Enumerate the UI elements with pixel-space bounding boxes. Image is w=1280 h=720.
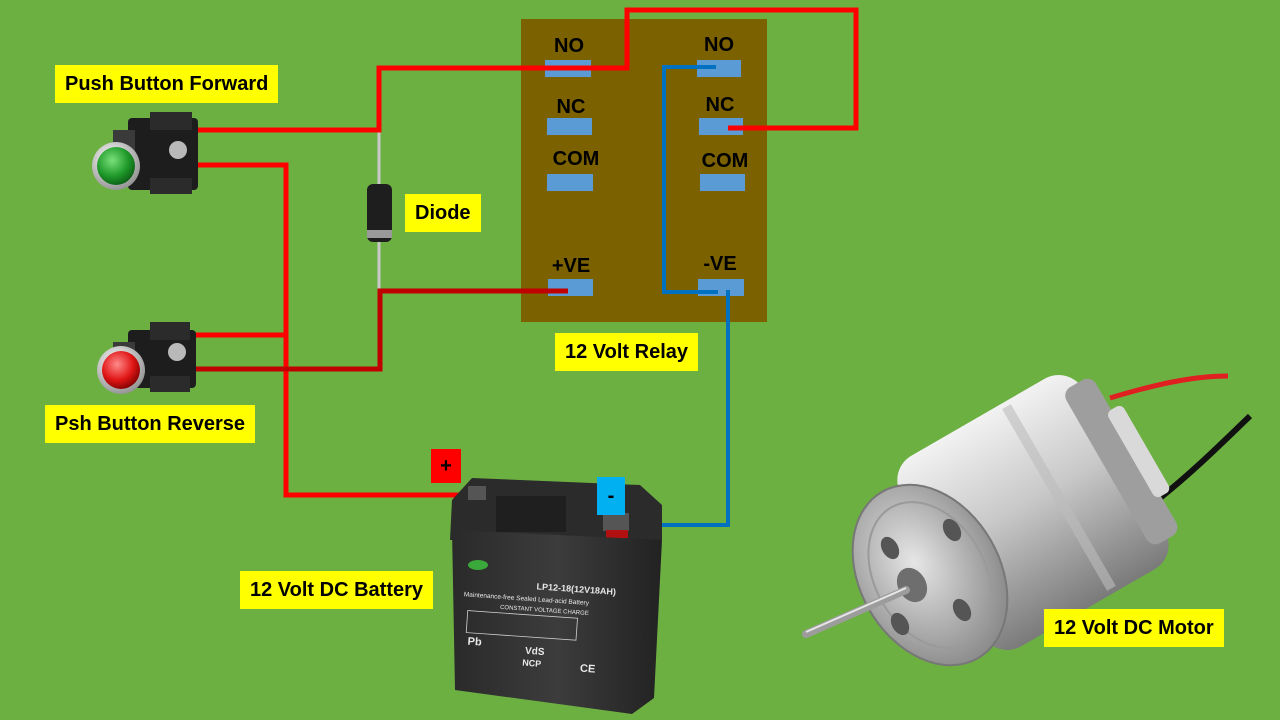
wire-left-no-to-right-nc <box>590 7 859 131</box>
relay-left-nc-label: NC <box>557 96 586 118</box>
relay-left-positive-label: +VE <box>552 255 590 277</box>
terminal-right-com <box>700 174 745 191</box>
red-push-button-icon[interactable] <box>97 322 196 394</box>
relay-left-no-label: NO <box>554 35 584 57</box>
relay-right-com-label: COM <box>702 150 749 172</box>
green-push-button-icon[interactable] <box>92 112 198 194</box>
relay-module: NO NC COM +VE NO NC COM -VE <box>521 19 767 322</box>
battery-mark-ce: CE <box>580 663 596 676</box>
label-relay: 12 Volt Relay <box>555 333 699 371</box>
wire-forward-to-left-no <box>197 65 590 133</box>
label-diode: Diode <box>405 194 481 232</box>
wire-right-no-to-negative <box>662 65 718 294</box>
battery-negative-badge <box>597 477 625 515</box>
relay-right-no-label: NO <box>704 34 734 56</box>
label-push-button-reverse: Psh Button Reverse <box>45 405 256 443</box>
relay-left-com-label: COM <box>553 148 600 170</box>
terminal-right-nc <box>699 118 743 135</box>
battery-mark-pb: Pb <box>467 636 482 649</box>
relay-right-nc-label: NC <box>706 94 735 116</box>
battery-negative-sign: - <box>608 485 615 507</box>
diode-icon <box>367 130 392 291</box>
wires <box>194 7 859 527</box>
terminal-left-nc <box>547 118 592 135</box>
label-motor: 12 Volt DC Motor <box>1044 609 1224 647</box>
battery-positive-badge <box>431 449 461 483</box>
relay-right-negative-label: -VE <box>703 253 736 275</box>
battery-brand-dot <box>468 560 488 570</box>
terminal-left-com <box>547 174 593 191</box>
dc-motor-icon <box>802 373 1253 667</box>
wire-reverse-to-relay-positive <box>194 288 568 372</box>
battery-mark-vds: VdS <box>525 646 545 658</box>
battery-mark-ncp: NCP <box>522 658 542 669</box>
label-push-button-forward: Push Button Forward <box>55 65 279 103</box>
terminal-right-no <box>697 60 741 77</box>
battery-icon: LP12-18(12V18AH) Maintenance-free Sealed… <box>450 478 662 714</box>
wire-common-to-battery-positive <box>197 162 476 498</box>
battery-positive-sign: + <box>440 455 452 477</box>
label-battery: 12 Volt DC Battery <box>240 571 434 609</box>
